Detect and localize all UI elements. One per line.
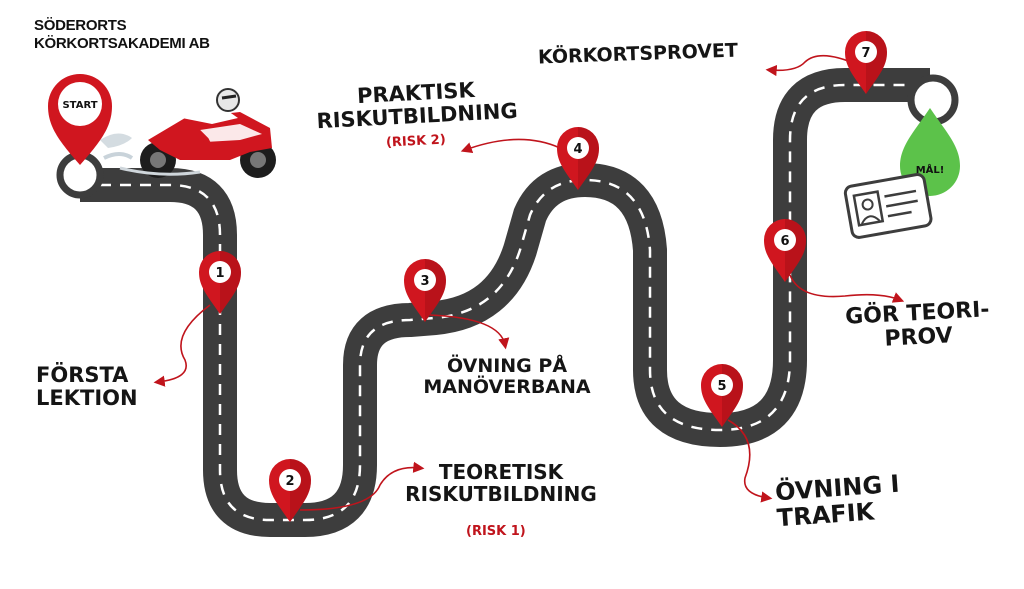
label-milestone-1: FÖRSTA LEKTION <box>36 364 138 409</box>
goal-label: MÅL! <box>916 163 945 176</box>
license-card-icon <box>843 173 933 239</box>
motorcycle-icon <box>100 88 276 178</box>
logo-line-2: KÖRKORTSAKADEMI AB <box>34 35 210 52</box>
label-line: TEORETISK <box>438 460 564 484</box>
label-line: FÖRSTA <box>36 363 129 387</box>
road <box>80 68 930 537</box>
milestone-number: 5 <box>717 379 726 394</box>
start-pin-icon: START <box>48 74 112 199</box>
label-line: LEKTION <box>36 385 138 410</box>
label-line: ÖVNING PÅ <box>446 355 568 377</box>
curved-arrow-icon <box>153 54 905 511</box>
label-line: RISKUTBILDNING <box>405 481 597 506</box>
label-milestone-5: ÖVNING I TRAFIK <box>774 470 902 532</box>
location-pin-icon: 4 <box>557 127 599 190</box>
label-milestone-2: TEORETISK RISKUTBILDNING <box>396 460 606 506</box>
location-pin-icon: 7 <box>845 31 887 94</box>
sub-milestone-2: (RISK 1) <box>466 524 526 539</box>
location-pin-icon: 6 <box>764 219 806 282</box>
label-milestone-6: GÖR TEORI- PROV <box>837 297 999 354</box>
milestone-number: 3 <box>420 274 429 289</box>
milestone-number: 7 <box>861 46 870 61</box>
milestone-number: 1 <box>215 266 224 281</box>
location-pin-icon: 5 <box>701 364 743 427</box>
milestone-number: 4 <box>573 142 582 157</box>
label-line: MANÖVERBANA <box>423 375 591 398</box>
logo-line-1: SÖDERORTS <box>34 17 127 34</box>
location-pin-icon: 1 <box>199 251 241 314</box>
milestone-number: 2 <box>285 474 294 489</box>
start-label: START <box>62 100 97 111</box>
label-milestone-3: ÖVNING PÅ MANÖVERBANA <box>412 356 602 397</box>
sub-milestone-4: (RISK 2) <box>385 132 447 151</box>
location-pin-icon: 3 <box>404 259 446 322</box>
location-pin-icon: 2 <box>269 459 311 522</box>
milestone-number: 6 <box>780 234 789 249</box>
